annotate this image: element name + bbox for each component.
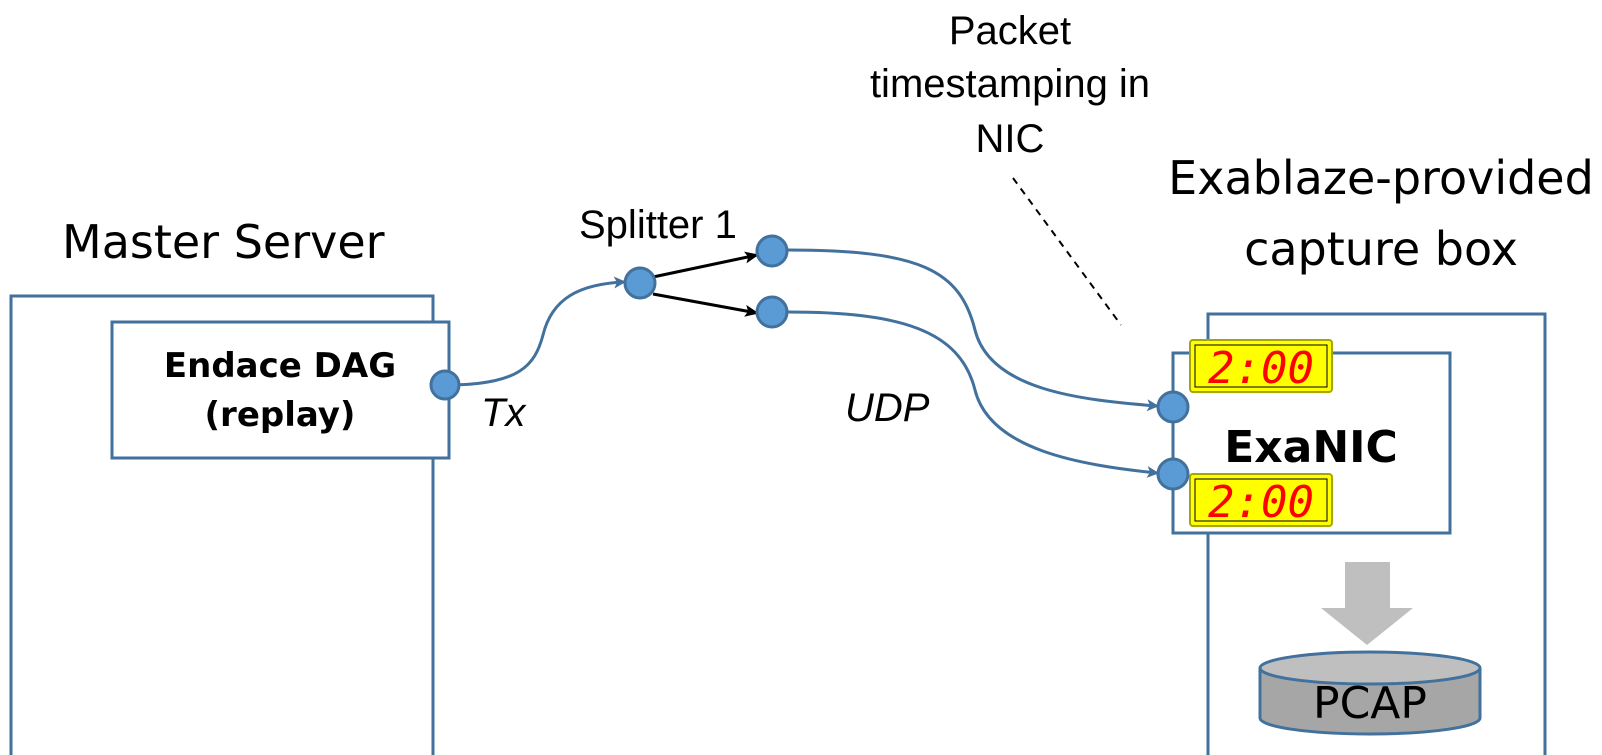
clock-top: 2:00 — [1189, 339, 1333, 394]
clock-top-inner-frame — [1194, 344, 1328, 388]
pcap-label: PCAP — [1313, 678, 1427, 729]
annotation-line-1: Packet — [949, 9, 1071, 53]
splitter-output-port-1[interactable] — [755, 234, 789, 268]
splitter-output-fiber-2 — [787, 310, 1159, 478]
down-arrow-icon — [1321, 562, 1413, 645]
endace-replay-label: (replay) — [205, 395, 356, 435]
endace-dag-label: Endace DAG — [164, 346, 396, 386]
tx-fiber-link — [446, 276, 626, 387]
exanic-port-2[interactable] — [1156, 457, 1190, 491]
splitter-arrow-lower — [652, 292, 759, 317]
splitter-arrow-upper — [652, 251, 759, 279]
pcap-cylinder-body — [1258, 668, 1482, 736]
tx-label: Tx — [481, 391, 527, 435]
splitter-output-port-2[interactable] — [755, 295, 789, 329]
clock-bottom-digits: 2:00 — [1208, 477, 1314, 528]
pcap-storage-icon — [1258, 650, 1482, 736]
annotation-leader-line — [1012, 177, 1122, 326]
endace-dag-card — [110, 320, 451, 460]
master-server-title: Master Server — [62, 215, 385, 269]
exanic-label: ExaNIC — [1224, 422, 1398, 473]
capture-box-title-line-1: Exablaze-provided — [1168, 151, 1594, 205]
splitter-input-port[interactable] — [623, 266, 657, 300]
exanic-port-1[interactable] — [1156, 390, 1190, 424]
splitter-label: Splitter 1 — [579, 203, 737, 247]
annotation-line-3: NIC — [976, 117, 1045, 161]
annotation-line-2: timestamping in — [870, 62, 1150, 106]
clock-bottom-frame — [1189, 473, 1333, 527]
clock-bottom: 2:00 — [1189, 473, 1333, 528]
dag-tx-port[interactable] — [429, 369, 461, 401]
pcap-cylinder-top — [1258, 650, 1482, 686]
capture-box-title-line-2: capture box — [1244, 222, 1518, 276]
clock-bottom-inner-frame — [1194, 478, 1328, 522]
udp-label: UDP — [845, 386, 930, 430]
clock-top-frame — [1189, 339, 1333, 393]
clock-top-digits: 2:00 — [1208, 343, 1314, 394]
splitter-output-fiber-1 — [787, 248, 1159, 412]
